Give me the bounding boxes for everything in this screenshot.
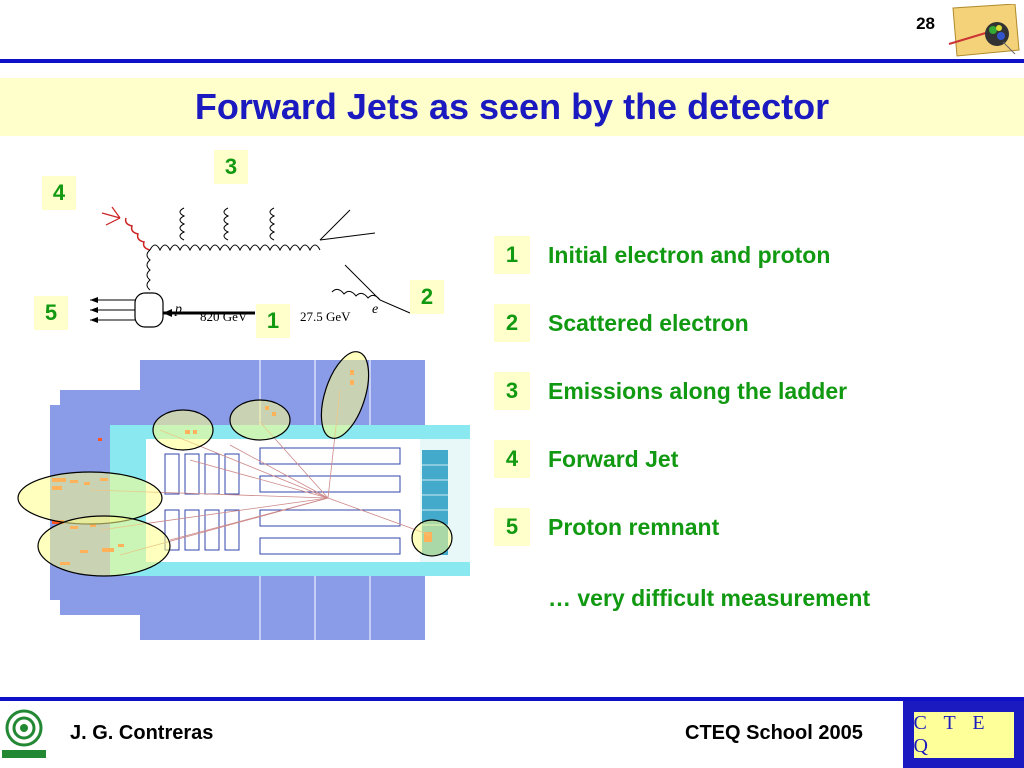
badge-5: 5 — [34, 296, 68, 330]
cteq-logo: C T E Q — [903, 701, 1024, 768]
legend-item-3: 3 Emissions along the ladder — [494, 372, 847, 410]
conclusion-text: … very difficult measurement — [548, 585, 871, 611]
legend-item-5: 5 Proton remnant — [494, 508, 719, 546]
page-title: Forward Jets as seen by the detector — [194, 86, 830, 127]
title-band: Forward Jets as seen by the detector — [0, 78, 1024, 136]
proton-symbol: p — [175, 302, 182, 317]
feynman-diagram — [90, 206, 411, 328]
electron-energy-label: 27.5 GeV — [300, 309, 351, 324]
bottom-rule — [0, 697, 1024, 701]
legend-text-3: Emissions along the ladder — [548, 377, 848, 404]
badge-2: 2 — [410, 280, 444, 314]
cteq-logo-text: C T E Q — [913, 711, 1014, 758]
legend-text-1: Initial electron and proton — [548, 241, 831, 268]
legend-text-5: Proton remnant — [548, 513, 720, 540]
cinvestav-logo-text: CINVESTAV — [7, 752, 41, 758]
detector-event-display — [17, 351, 470, 640]
legend-item-4: 4 Forward Jet — [494, 440, 678, 478]
legend-badge-4: 4 — [494, 440, 530, 478]
footer-author: J. G. Contreras — [70, 722, 214, 744]
badge-4: 4 — [42, 176, 76, 210]
legend-item-1: 1 Initial electron and proton — [494, 236, 830, 274]
badge-3: 3 — [214, 150, 248, 184]
legend-badge-5: 5 — [494, 508, 530, 546]
slide-number: 28 — [916, 14, 935, 33]
legend-badge-2: 2 — [494, 304, 530, 342]
legend-badge-1: 1 — [494, 236, 530, 274]
electron-symbol: e — [372, 302, 379, 317]
proton-energy-label: 820 GeV — [200, 309, 248, 324]
badge-1: 1 — [256, 304, 290, 338]
footer-school: CTEQ School 2005 — [685, 722, 863, 744]
legend-text-2: Scattered electron — [548, 309, 749, 336]
legend-badge-3: 3 — [494, 372, 530, 410]
conference-logo — [948, 4, 1020, 57]
top-rule — [0, 59, 1024, 63]
legend-text-4: Forward Jet — [548, 445, 679, 472]
cinvestav-logo — [2, 709, 46, 758]
legend-item-2: 2 Scattered electron — [494, 304, 749, 342]
